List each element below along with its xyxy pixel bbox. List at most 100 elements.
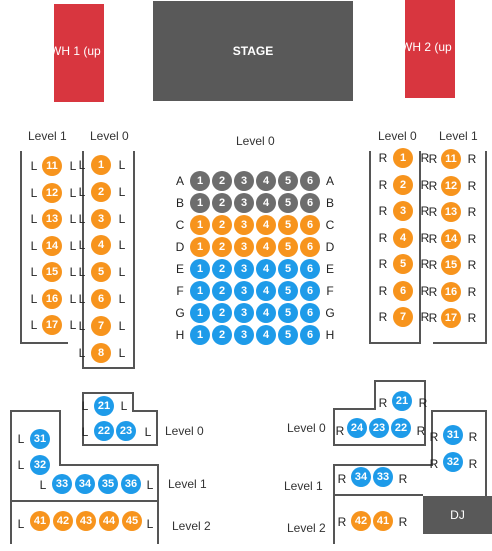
seat-center[interactable]: 3	[234, 237, 254, 257]
seat-ll-l2[interactable]: 43	[76, 511, 96, 531]
seat-left-l0[interactable]: 4	[91, 235, 111, 256]
seat-center[interactable]: 4	[256, 259, 276, 279]
seat-center[interactable]: 3	[234, 215, 254, 235]
seat-center[interactable]: 6	[300, 259, 320, 279]
seat-left-l0[interactable]: 5	[91, 262, 111, 283]
seat-center[interactable]: 3	[234, 171, 254, 191]
seat-lr-l2[interactable]: 41	[373, 511, 393, 531]
seat-center[interactable]: 5	[278, 281, 298, 301]
seat-ll-l1[interactable]: 31	[30, 429, 50, 449]
seat-center[interactable]: 3	[234, 303, 254, 323]
seat-center[interactable]: 3	[234, 281, 254, 301]
seat-ll-l2[interactable]: 45	[122, 511, 142, 531]
seat-center[interactable]: 5	[278, 303, 298, 323]
seat-right-l0[interactable]: 5	[393, 254, 413, 274]
seat-ll-l1[interactable]: 34	[75, 474, 95, 494]
seat-center[interactable]: 1	[190, 171, 210, 191]
seat-lr-l0[interactable]: 23	[369, 418, 389, 438]
seat-lr-l1[interactable]: 32	[443, 452, 463, 472]
seat-center[interactable]: 5	[278, 215, 298, 235]
seat-left-l1[interactable]: 12	[42, 182, 62, 203]
seat-center[interactable]: 1	[190, 259, 210, 279]
seat-left-l0[interactable]: 6	[91, 289, 111, 309]
seat-lr-l2[interactable]: 42	[351, 511, 371, 531]
seat-lr-l0[interactable]: 21	[392, 391, 412, 411]
seat-center[interactable]: 2	[212, 193, 232, 213]
seat-left-l1[interactable]: 17	[42, 315, 62, 335]
seat-center[interactable]: 5	[278, 325, 298, 345]
seat-center[interactable]: 6	[300, 303, 320, 323]
seat-left-l0[interactable]: 3	[91, 208, 111, 229]
seat-right-l1[interactable]: 17	[441, 308, 461, 328]
seat-center[interactable]: 2	[212, 215, 232, 235]
seat-ll-l0[interactable]: 23	[116, 421, 136, 441]
seat-lr-l0[interactable]: 22	[391, 418, 411, 438]
seat-ll-l0[interactable]: 21	[94, 396, 114, 416]
seat-center[interactable]: 3	[234, 193, 254, 213]
seat-right-l0[interactable]: 6	[393, 280, 413, 301]
seat-right-l1[interactable]: 16	[441, 281, 461, 302]
seat-left-l0[interactable]: 8	[91, 342, 111, 363]
seat-center[interactable]: 6	[300, 193, 320, 213]
seat-lr-l1[interactable]: 34	[351, 467, 371, 487]
seat-center[interactable]: 6	[300, 215, 320, 235]
seat-ll-l2[interactable]: 42	[53, 511, 73, 531]
seat-right-l0[interactable]: 2	[393, 174, 413, 195]
seat-center[interactable]: 2	[212, 281, 232, 301]
seat-center[interactable]: 1	[190, 215, 210, 235]
seat-right-l0[interactable]: 3	[393, 201, 413, 221]
seat-lr-l1[interactable]: 33	[373, 467, 393, 487]
seat-center[interactable]: 1	[190, 237, 210, 257]
seat-right-l1[interactable]: 11	[441, 149, 461, 169]
wheelchair-area-2[interactable]: WH 2 (up to 1 wheelchairs)	[405, 0, 455, 98]
seat-center[interactable]: 6	[300, 171, 320, 191]
seat-center[interactable]: 2	[212, 171, 232, 191]
seat-ll-l1[interactable]: 33	[52, 474, 72, 494]
seat-ll-l1[interactable]: 35	[98, 474, 118, 494]
seat-left-l0[interactable]: 2	[91, 181, 111, 202]
seat-right-l0[interactable]: 1	[393, 148, 413, 168]
seat-ll-l1[interactable]: 32	[30, 455, 50, 475]
seat-right-l0[interactable]: 7	[393, 307, 413, 327]
seat-left-l1[interactable]: 15	[42, 262, 62, 282]
seat-center[interactable]: 1	[190, 193, 210, 213]
seat-center[interactable]: 2	[212, 237, 232, 257]
seat-center[interactable]: 4	[256, 193, 276, 213]
seat-right-l1[interactable]: 13	[441, 202, 461, 222]
seat-right-l1[interactable]: 12	[441, 175, 461, 196]
seat-center[interactable]: 3	[234, 259, 254, 279]
seat-center[interactable]: 5	[278, 171, 298, 191]
seat-center[interactable]: 5	[278, 259, 298, 279]
seat-center[interactable]: 6	[300, 237, 320, 257]
seat-center[interactable]: 3	[234, 325, 254, 345]
seat-right-l0[interactable]: 4	[393, 227, 413, 248]
seat-center[interactable]: 4	[256, 325, 276, 345]
seat-ll-l1[interactable]: 36	[121, 474, 141, 494]
seat-ll-l2[interactable]: 44	[99, 511, 119, 531]
seat-center[interactable]: 4	[256, 303, 276, 323]
seat-center[interactable]: 2	[212, 303, 232, 323]
seat-center[interactable]: 5	[278, 193, 298, 213]
seat-center[interactable]: 4	[256, 171, 276, 191]
seat-center[interactable]: 1	[190, 281, 210, 301]
seat-left-l0[interactable]: 1	[91, 155, 111, 175]
seat-right-l1[interactable]: 15	[441, 255, 461, 275]
seat-lr-l1[interactable]: 31	[443, 425, 463, 445]
seat-left-l0[interactable]: 7	[91, 315, 111, 336]
seat-left-l1[interactable]: 13	[42, 209, 62, 229]
seat-center[interactable]: 1	[190, 325, 210, 345]
seat-left-l1[interactable]: 16	[42, 288, 62, 309]
seat-center[interactable]: 4	[256, 237, 276, 257]
seat-center[interactable]: 6	[300, 281, 320, 301]
seat-ll-l2[interactable]: 41	[30, 511, 50, 531]
seat-center[interactable]: 5	[278, 237, 298, 257]
seat-center[interactable]: 2	[212, 325, 232, 345]
seat-center[interactable]: 1	[190, 303, 210, 323]
seat-ll-l0[interactable]: 22	[94, 421, 114, 441]
seat-center[interactable]: 2	[212, 259, 232, 279]
wheelchair-area-1[interactable]: WH 1 (up to 1 wheelchairs)	[54, 4, 104, 102]
seat-lr-l0[interactable]: 24	[347, 418, 367, 438]
seat-left-l1[interactable]: 14	[42, 235, 62, 256]
seat-center[interactable]: 4	[256, 215, 276, 235]
seat-left-l1[interactable]: 11	[42, 156, 62, 176]
